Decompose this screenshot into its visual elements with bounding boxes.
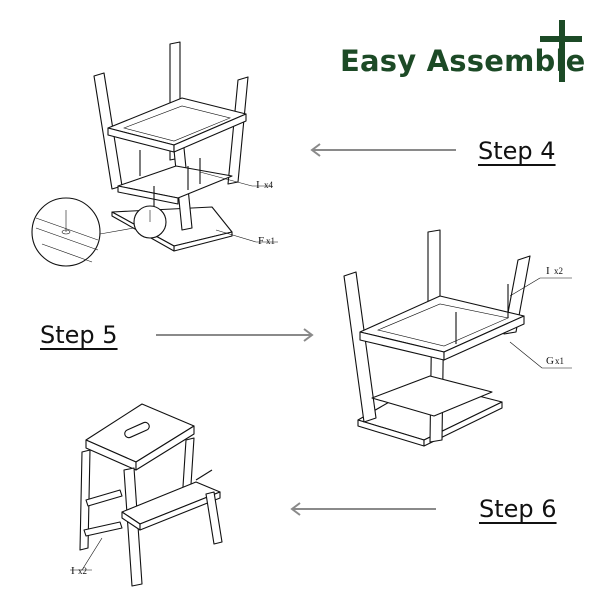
part-label-i: I — [256, 179, 260, 191]
arrow-step-4-left — [310, 143, 456, 157]
cross-icon — [540, 20, 582, 82]
part-label-i-5: I — [546, 265, 550, 277]
part-label-g: G — [546, 355, 554, 367]
step-4-illustration: I x4 F x1 — [31, 41, 278, 267]
part-label-f: F — [258, 235, 264, 247]
part-qty-i: x4 — [264, 180, 274, 190]
part-qty-i-6: x2 — [78, 566, 87, 576]
step-6-label: Step 6 — [479, 495, 557, 523]
part-qty-f: x1 — [266, 236, 275, 246]
step-4-label: Step 4 — [478, 137, 556, 165]
brand-title: Easy Assemble — [340, 44, 586, 78]
arrow-step-5-right — [156, 328, 314, 342]
step-5-illustration: I x2 G x1 — [343, 229, 572, 447]
part-qty-i-5: x2 — [554, 266, 563, 276]
step-6-illustration: I x2 — [70, 403, 223, 587]
step-5-label: Step 5 — [40, 321, 118, 349]
part-qty-g: x1 — [555, 356, 564, 366]
part-label-i-6: I — [71, 565, 75, 577]
arrow-step-6-left — [290, 502, 436, 516]
